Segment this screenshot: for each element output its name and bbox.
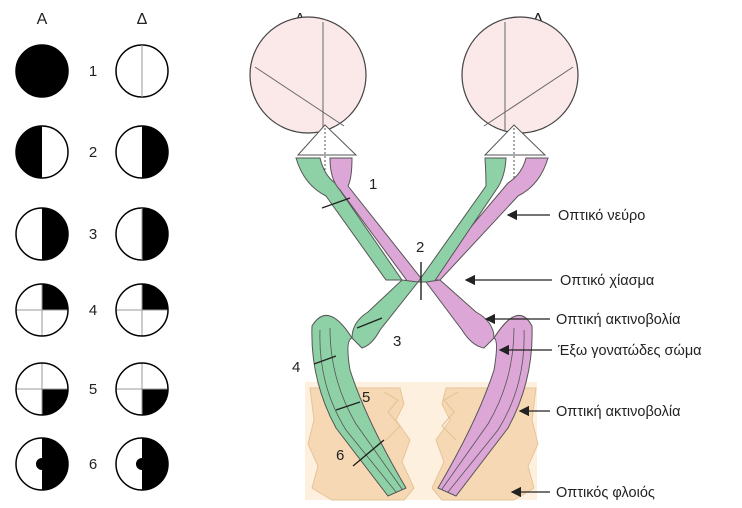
- field-circle-right-1: [116, 45, 168, 97]
- lesion-number-3: 3: [393, 333, 401, 350]
- field-circle-right-5: [116, 363, 168, 415]
- label-optic-nerve: Οπτικό νεύρο: [558, 208, 645, 224]
- lesion-number-1: 1: [369, 176, 377, 193]
- lesion-number-5: 5: [362, 389, 370, 406]
- label-lgn: Έξω γονατώδες σώμα: [557, 343, 702, 359]
- right-optic-nerve: [418, 158, 548, 282]
- lesion-number-6: 6: [336, 447, 344, 464]
- field-circle-left-6: [16, 438, 68, 490]
- field-header-left: Α: [37, 11, 48, 28]
- field-circle-left-2: [16, 126, 68, 178]
- field-number-5: 5: [89, 381, 97, 398]
- field-header-right: Δ: [137, 11, 148, 28]
- label-optic-chiasm: Οπτικό χίασμα: [560, 273, 654, 289]
- field-circle-left-5: [16, 363, 68, 415]
- field-number-4: 4: [89, 302, 97, 319]
- field-number-1: 1: [89, 63, 97, 80]
- label-optic-tract: Οπτική ακτινοβολία: [556, 312, 680, 328]
- field-number-3: 3: [89, 226, 97, 243]
- field-circle-left-3: [16, 208, 68, 260]
- visual-field-panel: Α Δ 1 2 3: [16, 11, 168, 490]
- label-visual-cortex: Οπτικός φλοιός: [556, 485, 655, 501]
- field-circle-left-1: [16, 45, 68, 97]
- visual-pathway-panel: Α Δ: [250, 11, 702, 501]
- lesion-number-2: 2: [416, 239, 424, 256]
- field-circle-right-3: [116, 208, 168, 260]
- field-circle-left-4: [16, 284, 68, 336]
- left-optic-tract: [352, 280, 418, 348]
- label-optic-radiation: Οπτική ακτινοβολία: [556, 404, 680, 420]
- right-optic-tract: [426, 280, 494, 348]
- right-eyeball: [462, 17, 578, 133]
- field-circle-right-6: [116, 438, 168, 490]
- field-circle-right-4: [116, 284, 168, 336]
- field-circle-right-2: [116, 126, 168, 178]
- lesion-number-4: 4: [292, 359, 300, 376]
- field-number-6: 6: [89, 456, 97, 473]
- left-eyeball: [250, 17, 366, 133]
- left-optic-nerve: [296, 158, 424, 282]
- field-number-2: 2: [89, 144, 97, 161]
